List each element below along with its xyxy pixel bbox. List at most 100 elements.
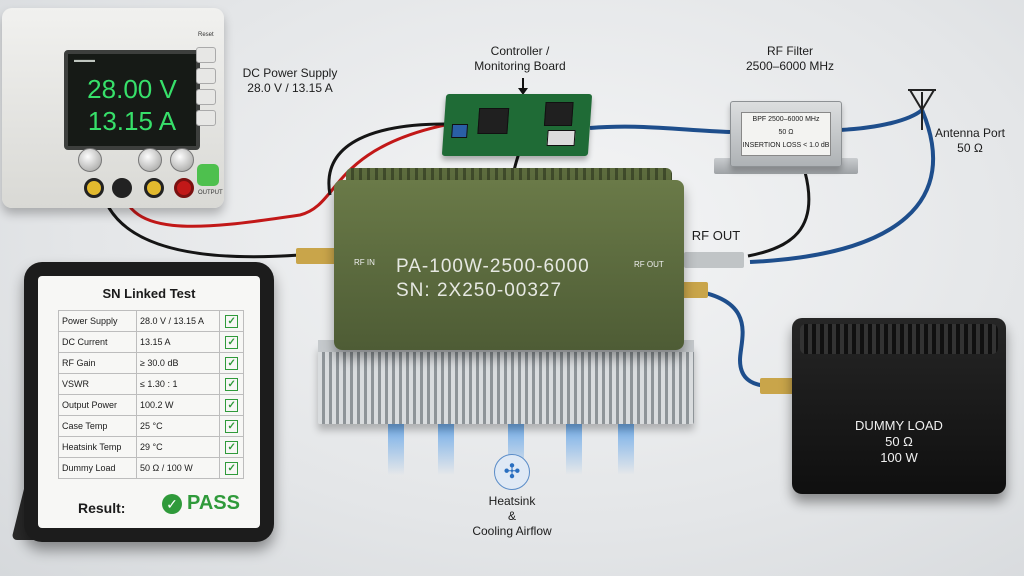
psu-side-button[interactable] bbox=[196, 110, 216, 126]
dummy-load: DUMMY LOAD 50 Ω 100 W bbox=[792, 318, 1006, 494]
dc-power-supply-title: DC Power Supply bbox=[242, 66, 338, 80]
amp-model-number: PA-100W-2500-6000 bbox=[396, 256, 590, 277]
psu-side-button[interactable] bbox=[196, 47, 216, 63]
psu-knob-1[interactable] bbox=[78, 148, 102, 172]
rfout-connector bbox=[684, 252, 744, 268]
psu-jack-yellow[interactable] bbox=[84, 178, 104, 198]
rf-filter-range: 2500–6000 MHz bbox=[745, 59, 835, 73]
test-value: 28.0 V / 13.15 A bbox=[135, 310, 221, 332]
psu-knob-3[interactable] bbox=[170, 148, 194, 172]
dc-power-supply-label: DC Power Supply 28.0 V / 13.15 A bbox=[240, 66, 340, 96]
psu-jack-red[interactable] bbox=[174, 178, 194, 198]
test-value: 50 Ω / 100 W bbox=[135, 457, 221, 479]
controller-arrow-icon bbox=[518, 78, 528, 95]
check-cell: ✓ bbox=[219, 436, 244, 458]
psu-side-buttons bbox=[196, 42, 220, 131]
antenna-port-title: Antenna Port bbox=[934, 126, 1006, 140]
psu-knob-2[interactable] bbox=[138, 148, 162, 172]
checkmark-icon: ✓ bbox=[225, 335, 239, 349]
psu-output-label: OUTPUT bbox=[198, 190, 223, 196]
rf-filter-title: RF Filter bbox=[767, 44, 813, 58]
tablet-title: SN Linked Test bbox=[102, 286, 196, 301]
heatsink-label: Heatsink & Cooling Airflow bbox=[460, 494, 564, 539]
amp-rf-out-tag: RF OUT bbox=[634, 260, 664, 269]
power-amplifier: RF IN RF OUT PA-100W-2500-6000 SN: 2X250… bbox=[334, 180, 684, 350]
test-value: ≤ 1.30 : 1 bbox=[135, 373, 221, 395]
board-filter-coax bbox=[589, 124, 731, 134]
result-label: Result: bbox=[78, 500, 126, 516]
controller-label-line1: Controller / bbox=[490, 44, 550, 58]
test-name: Power Supply bbox=[58, 310, 137, 332]
test-value: 25 °C bbox=[135, 415, 221, 437]
psu-display: ▬▬▬ 28.00 V 13.15 A bbox=[64, 50, 200, 150]
board-chip bbox=[543, 102, 574, 126]
check-cell: ✓ bbox=[219, 415, 244, 437]
check-cell: ✓ bbox=[219, 352, 244, 374]
table-row: RF Gain≥ 30.0 dB✓ bbox=[58, 352, 244, 374]
psu-reset-label: Reset bbox=[198, 32, 214, 38]
board-chip bbox=[546, 130, 576, 146]
table-row: VSWR≤ 1.30 : 1✓ bbox=[58, 373, 244, 395]
rf-filter-label: RF Filter 2500–6000 MHz bbox=[740, 44, 840, 74]
rf-filter-plate: BPF 2500–6000 MHz 50 Ω INSERTION LOSS < … bbox=[741, 112, 831, 156]
psu-side-button[interactable] bbox=[196, 89, 216, 105]
test-name: Output Power bbox=[58, 394, 137, 416]
checkmark-icon: ✓ bbox=[225, 440, 239, 454]
checkmark-icon: ✓ bbox=[225, 398, 239, 412]
dummy-load-fins bbox=[800, 324, 998, 354]
test-name: DC Current bbox=[58, 331, 137, 353]
antenna-icon bbox=[908, 89, 936, 130]
psu-jack-black[interactable] bbox=[112, 178, 132, 198]
psu-output-button[interactable] bbox=[197, 164, 219, 186]
test-name: Case Temp bbox=[58, 415, 137, 437]
controller-label: Controller / Monitoring Board bbox=[470, 44, 570, 74]
amp-rf-in-tag: RF IN bbox=[354, 258, 375, 267]
check-cell: ✓ bbox=[219, 310, 244, 332]
checkmark-icon: ✓ bbox=[225, 419, 239, 433]
antenna-port-impedance: 50 Ω bbox=[957, 141, 983, 155]
test-value: 100.2 W bbox=[135, 394, 221, 416]
load-connector bbox=[760, 378, 796, 394]
psu-brand-icon: ▬▬▬ bbox=[74, 57, 95, 64]
dummy-load-line2: 50 Ω bbox=[885, 434, 913, 449]
dc-power-supply-spec: 28.0 V / 13.15 A bbox=[247, 81, 333, 95]
heatsink bbox=[318, 344, 694, 424]
test-name: Dummy Load bbox=[58, 457, 137, 479]
dummy-load-line3: 100 W bbox=[880, 450, 918, 465]
amp-serial-number: SN: 2X250-00327 bbox=[396, 280, 563, 301]
board-chip bbox=[477, 108, 510, 134]
rf-filter: BPF 2500–6000 MHz 50 Ω INSERTION LOSS < … bbox=[730, 101, 842, 167]
test-value: ≥ 30.0 dB bbox=[135, 352, 221, 374]
test-name: Heatsink Temp bbox=[58, 436, 137, 458]
ctrl-black-cable bbox=[327, 122, 446, 196]
result-value: PASS bbox=[187, 492, 240, 514]
heatsink-label-line1: Heatsink bbox=[488, 494, 536, 508]
antenna-rfout-coax bbox=[749, 109, 936, 264]
rfout-load-coax bbox=[689, 288, 791, 389]
psu-jack-yellow-2[interactable] bbox=[144, 178, 164, 198]
heatsink-label-line3: Cooling Airflow bbox=[472, 524, 552, 538]
check-cell: ✓ bbox=[219, 331, 244, 353]
test-name: RF Gain bbox=[58, 352, 137, 374]
check-cell: ✓ bbox=[219, 394, 244, 416]
filter-antenna-coax bbox=[839, 108, 924, 132]
heatsink-label-line2: & bbox=[507, 509, 516, 523]
check-cell: ✓ bbox=[219, 457, 244, 479]
board-chip bbox=[451, 124, 469, 138]
checkmark-icon: ✓ bbox=[225, 461, 239, 475]
psu-side-button[interactable] bbox=[196, 68, 216, 84]
checkmark-icon: ✓ bbox=[225, 377, 239, 391]
test-value: 13.15 A bbox=[135, 331, 221, 353]
checkmark-icon: ✓ bbox=[225, 314, 239, 328]
fan-icon: ✣ bbox=[494, 454, 530, 490]
rf-filter-plate-line3: INSERTION LOSS < 1.0 dB bbox=[742, 142, 830, 149]
dummy-load-line1: DUMMY LOAD bbox=[855, 418, 943, 433]
psu-current-readout: 13.15 A bbox=[87, 106, 177, 136]
